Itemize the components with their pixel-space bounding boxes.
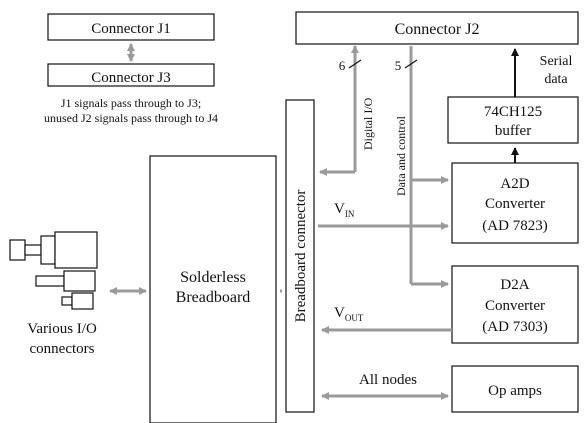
breadboard-connector-label: Breadboard connector	[293, 190, 309, 323]
d2a-label-line1: D2A	[500, 277, 529, 293]
vout-sub: OUT	[345, 313, 364, 323]
op-amps-label: Op amps	[488, 383, 542, 399]
serial-data-path: Serial data	[511, 48, 573, 163]
serial-data-label-line1: Serial	[540, 54, 573, 69]
data-control-label: Data and control	[394, 115, 408, 196]
a2d-label-line3: (AD 7823)	[482, 218, 547, 234]
data-control-width: 5	[395, 58, 402, 73]
a2d-converter: A2D Converter (AD 7823)	[451, 162, 579, 244]
io-connector-icons	[9, 231, 98, 310]
data-control-slash	[404, 59, 418, 69]
connector-j2-label: Connector J2	[395, 21, 480, 38]
vin-signal: VIN	[318, 201, 449, 230]
buffer-74ch125: 74CH125 buffer	[447, 96, 579, 144]
breadboard-connector: Breadboard connector	[285, 99, 315, 413]
svg-text:VIN: VIN	[334, 201, 355, 219]
connector-j1: Connector J1	[47, 13, 215, 41]
breadboard-label-line2: Breadboard	[176, 289, 251, 306]
connector-j3-label: Connector J3	[91, 70, 171, 86]
io-connectors-label-line1: Various I/O	[27, 321, 97, 337]
serial-data-label-line2: data	[544, 72, 568, 87]
svg-text:VOUT: VOUT	[334, 305, 364, 323]
digital-io-bus: 6 Digital I/O	[319, 45, 375, 176]
buffer-label-line1: 74CH125	[484, 104, 542, 120]
data-control-bus: 5 Data and control	[394, 46, 449, 288]
vout-main: V	[334, 305, 345, 321]
io-connectors-label-line2: connectors	[30, 341, 95, 357]
connector-j3: Connector J3	[47, 63, 215, 87]
buffer-label-line2: buffer	[495, 123, 531, 139]
d2a-label-line3: (AD 7303)	[482, 319, 547, 335]
digital-io-label: Digital I/O	[361, 97, 375, 150]
digital-io-slash	[348, 59, 362, 69]
small-jack-icon	[61, 292, 94, 310]
digital-io-width: 6	[339, 58, 346, 73]
connector-j1-label: Connector J1	[91, 21, 171, 37]
vin-main: V	[334, 201, 345, 217]
a2d-label-line2: Converter	[485, 196, 545, 212]
solderless-breadboard: Solderless Breadboard	[149, 155, 277, 423]
op-amps: Op amps	[451, 365, 579, 413]
rca-connector-icon	[35, 270, 96, 292]
passthrough-note-line1: J1 signals pass through to J3;	[61, 96, 201, 110]
all-nodes-signal: All nodes	[321, 372, 449, 400]
passthrough-note-line2: unused J2 signals pass through to J4	[44, 111, 218, 125]
d2a-label-line2: Converter	[485, 298, 545, 314]
a2d-label-line1: A2D	[500, 176, 529, 192]
connector-j2: Connector J2	[295, 11, 579, 45]
breadboard-label-line1: Solderless	[180, 269, 246, 286]
vout-signal: VOUT	[321, 305, 452, 334]
vin-sub: IN	[345, 209, 355, 219]
d2a-converter: D2A Converter (AD 7303)	[451, 265, 579, 344]
bnc-connector-icon	[9, 231, 98, 269]
all-nodes-label: All nodes	[359, 372, 417, 388]
